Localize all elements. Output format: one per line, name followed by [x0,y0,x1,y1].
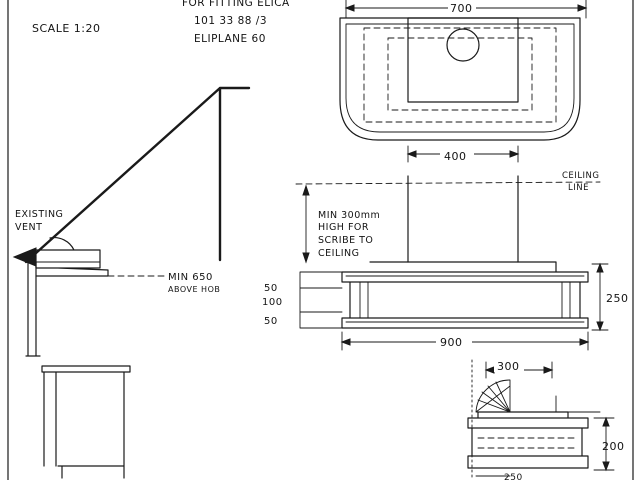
detail-height-dim: 200 [602,440,625,453]
vent-label-line1: EXISTING [15,209,63,220]
detail-view: 300 200 250 [467,358,625,480]
front-elevation: CEILING LINE MIN 300mm HIGH FOR SCRIBE T… [262,171,629,351]
duct-outline [24,86,251,264]
wall-line [25,261,41,357]
ceiling-label-line1: CEILING [562,171,600,181]
vent-arrow [12,247,37,267]
scribe-note-line2: HIGH FOR [318,222,369,233]
fitting-note-line2: 101 33 88 /3 [194,15,267,27]
scale-note: SCALE 1:20 [32,22,100,35]
scribe-note-line1: MIN 300mm [318,210,380,221]
plan-outline [339,17,581,141]
front-dim-mid: 100 [262,297,283,308]
ceiling-line [295,181,601,185]
scribe-note-line3: SCRIBE TO [318,235,373,246]
plan-view: 700 400 [339,0,588,163]
ceiling-label-line2: LINE [568,183,589,193]
detail-sweep [475,379,511,413]
side-elevation: EXISTING VENT MIN 650 ABOVE HOB [12,86,251,479]
min-height-value: MIN 650 [168,272,213,283]
front-dim-bottom: 50 [264,316,278,327]
plan-width-dim: 700 [450,2,473,15]
plan-vent-circle [446,28,480,62]
sheet-border [7,0,634,480]
vent-label-line2: VENT [15,222,42,233]
front-hood-panels [345,275,585,323]
detail-body [467,411,589,469]
front-height-dim: 250 [606,292,629,305]
min-height-note: ABOVE HOB [168,285,220,294]
front-hood-body [341,261,589,329]
front-dim-top: 50 [264,283,278,294]
front-width-dim: 900 [440,336,463,349]
base-cabinet [41,365,131,479]
plan-inner-width-dim: 400 [444,150,467,163]
scribe-note-line4: CEILING [318,248,360,259]
front-chimney [407,175,519,263]
plan-chimney [407,17,519,103]
fitting-note-line1: FOR FITTING ELICA [182,0,290,9]
fitting-note-line3: ELIPLANE 60 [194,33,266,45]
detail-partial-label: 250 [504,473,523,480]
detail-width-dim: 300 [497,360,520,373]
